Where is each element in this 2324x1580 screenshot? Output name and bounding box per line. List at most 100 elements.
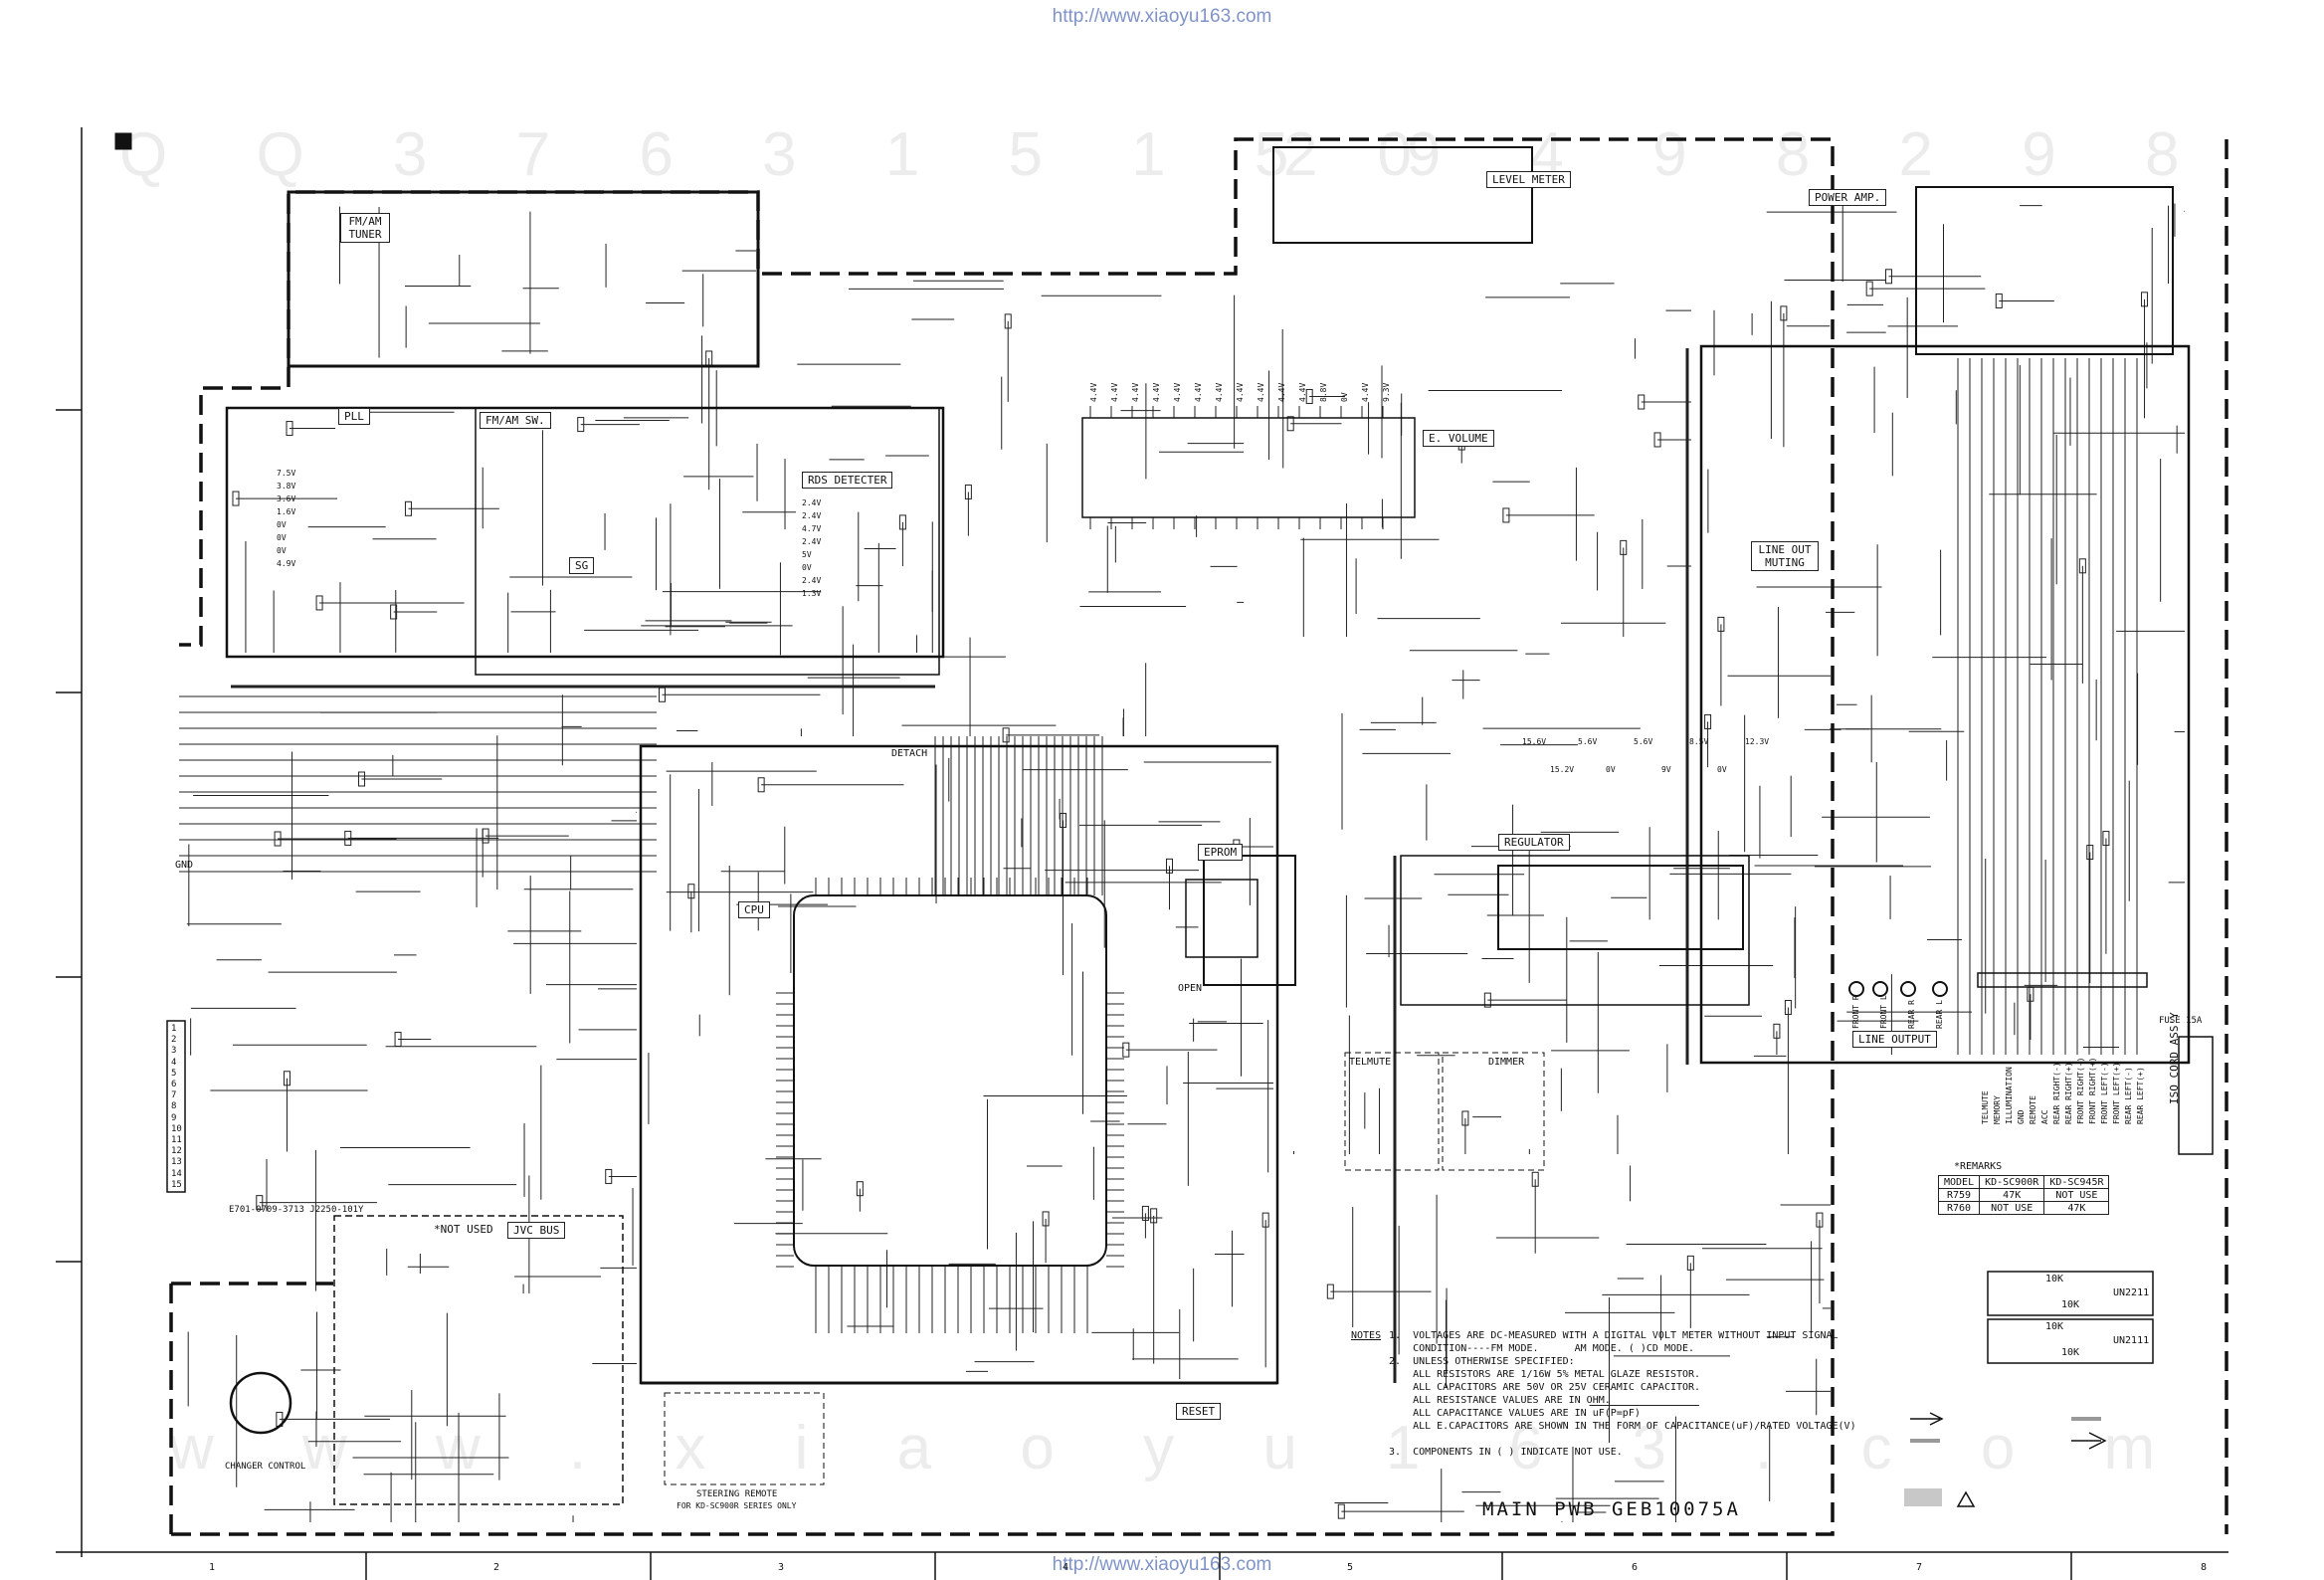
transistor-r1-label: 10K bbox=[2045, 1321, 2064, 1332]
line-output-pin-label: REAR R bbox=[1907, 1000, 1916, 1029]
voltage-label: 4.4V bbox=[1277, 382, 1286, 402]
block-fm-am-sw: FM/AM SW. bbox=[480, 412, 551, 429]
remarks-cell: R759 bbox=[1937, 1188, 1981, 1202]
connector-pin-number: 8 bbox=[171, 1101, 177, 1112]
connector-pin-number: 15 bbox=[171, 1179, 182, 1190]
block-line-out-muting: LINE OUT MUTING bbox=[1751, 541, 1819, 571]
remarks-table: MODEL KD-SC900R KD-SC945R R759 47K NOT U… bbox=[1937, 1175, 2110, 1215]
iso-pin-label: FRONT RIGHT(+) bbox=[2088, 1057, 2097, 1124]
voltage-label: 5.6V bbox=[1578, 737, 1598, 746]
iso-pin-label: ACC bbox=[2040, 1109, 2049, 1124]
voltage-label: 4.4V bbox=[1173, 382, 1182, 402]
connector-pin-number: 11 bbox=[171, 1135, 182, 1145]
source-url-top[interactable]: http://www.xiaoyu163.com bbox=[1052, 6, 1272, 27]
voltage-label: 5V bbox=[802, 550, 812, 559]
voltage-label: 0V bbox=[277, 546, 287, 555]
voltage-label: 4.4V bbox=[1361, 382, 1370, 402]
transistor-r1-label: 10K bbox=[2045, 1274, 2064, 1284]
connector-pin-number: 10 bbox=[171, 1123, 182, 1134]
notes-line bbox=[1389, 1433, 1856, 1446]
remarks-title: *REMARKS bbox=[1954, 1161, 2003, 1172]
connector-pin-number: 3 bbox=[171, 1046, 177, 1057]
label-open: OPEN bbox=[1178, 983, 1203, 994]
block-e-volume: E. VOLUME bbox=[1423, 430, 1494, 447]
notes-line: 3. COMPONENTS IN ( ) INDICATE NOT USE. bbox=[1389, 1447, 1623, 1458]
ruler-column-number: 3 bbox=[778, 1562, 785, 1573]
ruler-column-number: 1 bbox=[209, 1562, 216, 1573]
label-telmute: TELMUTE bbox=[1349, 1057, 1392, 1068]
block-level-meter: LEVEL METER bbox=[1486, 171, 1571, 188]
voltage-label: 9V bbox=[1661, 765, 1671, 774]
voltage-label: 0V bbox=[1717, 765, 1727, 774]
connector-pin-number: 1 bbox=[171, 1024, 177, 1034]
voltage-label: 3.8V bbox=[277, 482, 296, 491]
watermark-line-3: w w w . x i a o y u 1 6 3 . c o m bbox=[169, 1414, 2192, 1482]
block-eprom: EPROM bbox=[1198, 844, 1244, 861]
notes-line: ALL E.CAPACITORS ARE SHOWN IN THE FORM O… bbox=[1389, 1421, 1856, 1432]
voltage-label: 1.6V bbox=[277, 507, 296, 516]
notes-line: CONDITION----FM MODE. AM MODE. ( )CD MOD… bbox=[1389, 1343, 1695, 1354]
voltage-label: 5.6V bbox=[1634, 737, 1653, 746]
notes-line: 1. VOLTAGES ARE DC-MEASURED WITH A DIGIT… bbox=[1389, 1330, 1839, 1341]
transistor-r2-label: 10K bbox=[2061, 1299, 2080, 1310]
iso-pin-label: GND bbox=[2017, 1109, 2026, 1124]
remarks-header: KD-SC945R bbox=[2043, 1175, 2110, 1189]
source-url-bottom[interactable]: http://www.xiaoyu163.com bbox=[1052, 1554, 1272, 1575]
transistor-r2-label: 10K bbox=[2061, 1347, 2080, 1358]
block-regulator: REGULATOR bbox=[1498, 834, 1570, 851]
connector-pin-number: 2 bbox=[171, 1035, 177, 1046]
notes-line: 2. UNLESS OTHERWISE SPECIFIED: bbox=[1389, 1356, 1575, 1367]
label-fuse: FUSE 15A bbox=[2159, 1016, 2203, 1026]
line-output-pin-label: FRONT L bbox=[1879, 995, 1888, 1029]
voltage-label: 4.4V bbox=[1110, 382, 1119, 402]
remarks-cell: NOT USE bbox=[1979, 1201, 2045, 1215]
remarks-header: MODEL bbox=[1937, 1175, 1981, 1189]
watermark-line-2: 2 9 4 9 8 2 9 8 bbox=[1283, 120, 2216, 189]
voltage-label: 4.4V bbox=[1089, 382, 1098, 402]
voltage-label: 8.8V bbox=[1319, 382, 1328, 402]
remarks-cell: NOT USE bbox=[2043, 1188, 2110, 1202]
voltage-label: 3.6V bbox=[277, 494, 296, 503]
voltage-label: 0V bbox=[1340, 392, 1349, 402]
remarks-row: R760 NOT USE 47K bbox=[1937, 1201, 2110, 1215]
connector-pin-number: 13 bbox=[171, 1157, 182, 1168]
remarks-cell: 47K bbox=[2043, 1201, 2110, 1215]
block-power-amp: POWER AMP. bbox=[1809, 189, 1887, 206]
connector-pin-number: 9 bbox=[171, 1112, 177, 1123]
remarks-cell: 47K bbox=[1979, 1188, 2045, 1202]
iso-pin-label: FRONT RIGHT(-) bbox=[2076, 1057, 2085, 1124]
remarks-cell: R760 bbox=[1937, 1201, 1981, 1215]
connector-pin-number: 12 bbox=[171, 1146, 182, 1157]
voltage-label: 4.4V bbox=[1236, 382, 1245, 402]
notes-label: NOTES bbox=[1351, 1330, 1382, 1341]
voltage-label: 2.4V bbox=[802, 498, 822, 507]
voltage-label: 0V bbox=[277, 533, 287, 542]
watermark-line-1: Q Q 3 7 6 3 1 5 1 5 0 bbox=[119, 120, 1449, 189]
iso-pin-label: REAR RIGHT(+) bbox=[2064, 1062, 2073, 1124]
voltage-label: 0V bbox=[277, 520, 287, 529]
remarks-row: R759 47K NOT USE bbox=[1937, 1188, 2110, 1202]
voltage-label: 4.4V bbox=[1298, 382, 1307, 402]
voltage-label: 7.5V bbox=[277, 469, 296, 478]
notes-line: ALL CAPACITORS ARE 50V OR 25V CERAMIC CA… bbox=[1389, 1382, 1701, 1393]
ruler-column-number: 2 bbox=[493, 1562, 500, 1573]
iso-pin-label: REAR LEFT(+) bbox=[2136, 1067, 2145, 1124]
ruler-column-number: 7 bbox=[1916, 1562, 1923, 1573]
iso-pin-label: REAR LEFT(-) bbox=[2124, 1067, 2133, 1124]
ruler-column-number: 8 bbox=[2201, 1562, 2208, 1573]
label-steering-remote: STEERING REMOTE bbox=[696, 1489, 778, 1499]
connector-pin-number: 7 bbox=[171, 1090, 177, 1101]
notes-lines: 1. VOLTAGES ARE DC-MEASURED WITH A DIGIT… bbox=[1389, 1329, 1856, 1459]
label-detach: DETACH bbox=[891, 748, 928, 759]
voltage-label: 4.4V bbox=[1257, 382, 1265, 402]
voltage-label: 4.4V bbox=[1152, 382, 1161, 402]
voltage-label: 9.3V bbox=[1382, 382, 1391, 402]
block-cpu: CPU bbox=[738, 901, 770, 918]
voltage-label: 2.4V bbox=[802, 576, 822, 585]
iso-pin-label: MEMORY bbox=[1993, 1095, 2002, 1124]
notes-line: ALL RESISTORS ARE 1/16W 5% METAL GLAZE R… bbox=[1389, 1369, 1701, 1380]
transistor-name: UN2111 bbox=[2113, 1335, 2150, 1346]
voltage-label: 2.4V bbox=[802, 511, 822, 520]
ruler-column-number: 5 bbox=[1347, 1562, 1354, 1573]
